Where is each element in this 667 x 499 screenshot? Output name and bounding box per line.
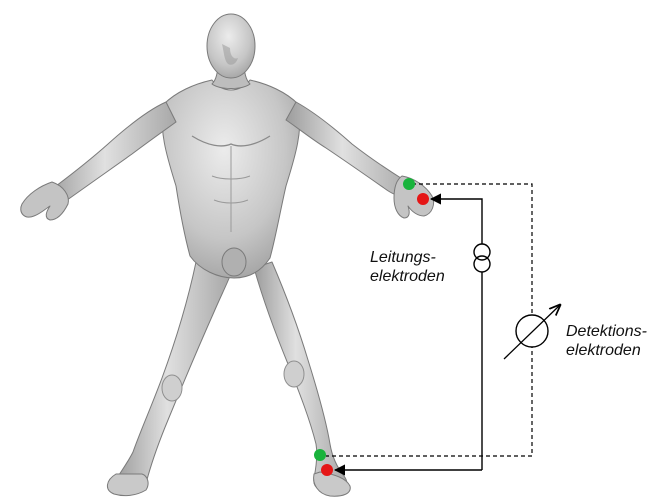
left-foot bbox=[107, 474, 148, 496]
conduction-label-line1: Leitungs- bbox=[370, 248, 445, 267]
left-hand bbox=[21, 182, 69, 220]
electrodes bbox=[314, 178, 429, 476]
right-foot bbox=[314, 472, 351, 496]
detection-electrodes-label: Detektions- elektroden bbox=[566, 322, 647, 360]
head bbox=[207, 14, 255, 78]
wrist-conduction-electrode bbox=[417, 193, 429, 205]
detection-wire-top bbox=[412, 184, 532, 456]
right-knee bbox=[284, 361, 304, 387]
ankle-detection-electrode bbox=[314, 449, 326, 461]
conduction-wire-top bbox=[431, 199, 482, 244]
conduction-electrodes-label: Leitungs- elektroden bbox=[370, 248, 445, 286]
left-knee bbox=[162, 375, 182, 401]
ankle-conduction-electrode bbox=[321, 464, 333, 476]
wrist-detection-electrode bbox=[403, 178, 415, 190]
current-source-icon bbox=[474, 244, 490, 272]
detection-label-line2: elektroden bbox=[566, 341, 647, 360]
detection-circuit bbox=[326, 184, 532, 456]
right-arm bbox=[286, 102, 411, 197]
groin bbox=[222, 248, 246, 276]
conduction-label-line2: elektroden bbox=[370, 267, 445, 286]
left-arm bbox=[46, 102, 176, 206]
conduction-circuit bbox=[335, 199, 482, 470]
detection-label-line1: Detektions- bbox=[566, 322, 647, 341]
voltmeter-icon bbox=[504, 305, 560, 359]
